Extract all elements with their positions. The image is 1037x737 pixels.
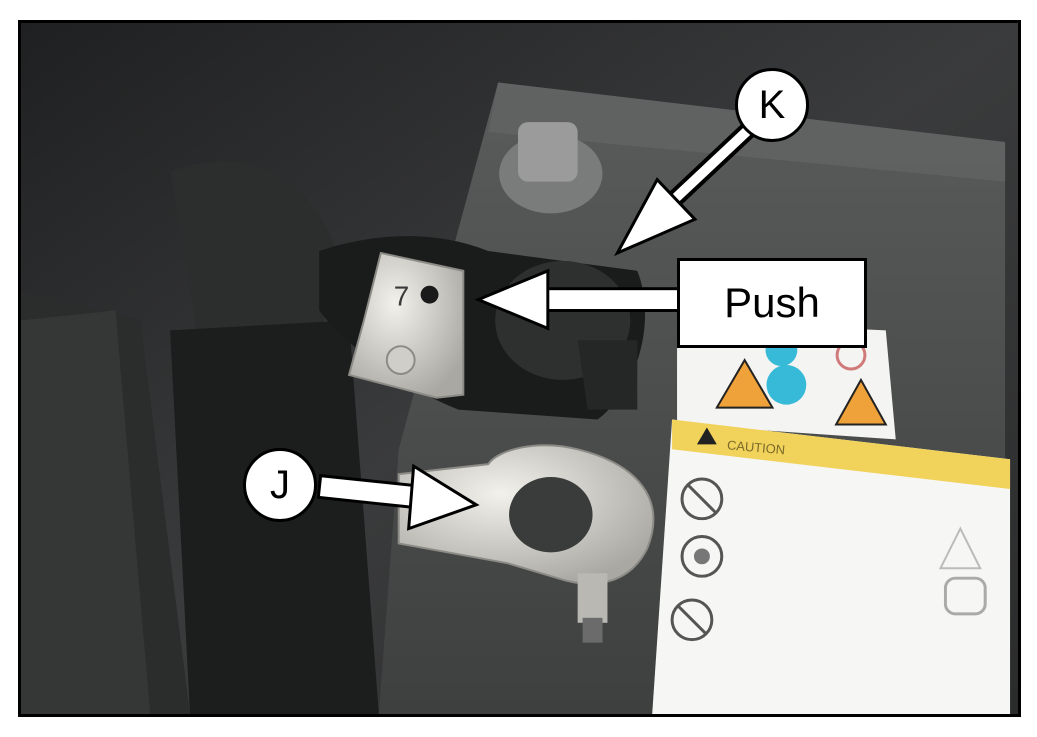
sticker-cyan-circle (766, 365, 807, 405)
sticker-recycle-icon (938, 526, 982, 570)
negative-terminal-hole (509, 477, 593, 553)
left-panel-edge (21, 310, 151, 714)
sticker-no-smoking-icon (680, 477, 724, 521)
callout-j-label: J (270, 462, 290, 507)
cable-housing (170, 161, 340, 351)
sticker-acid-warning-icon (715, 358, 775, 409)
tab-hole (420, 285, 439, 304)
sticker-caution-band (672, 419, 1011, 489)
sticker-eye-protection-icon (680, 535, 724, 578)
sticker-explosion-warning-icon (834, 377, 888, 426)
photo-frame: 7 CAUTION (18, 20, 1021, 717)
clamp-bolt-housing (577, 340, 638, 410)
sticker-caution-triangle (696, 427, 717, 445)
tab-marking: 7 (394, 281, 409, 312)
arrow-push (474, 268, 681, 331)
arrow-k (614, 115, 763, 257)
post-cap (518, 122, 578, 182)
sticker-manual-icon (943, 576, 987, 616)
callout-k: K (735, 68, 809, 142)
negative-bolt-tip (582, 617, 603, 643)
tab-bolt (385, 345, 416, 375)
callout-push: Push (677, 258, 867, 348)
sticker-no-children-icon (670, 598, 714, 642)
callout-k-label: K (758, 82, 786, 127)
battery-photo: 7 CAUTION (21, 23, 1018, 714)
sticker-caution-text: CAUTION (726, 437, 785, 457)
arrow-j (316, 463, 480, 531)
negative-bolt (577, 573, 608, 623)
warning-sticker-bottom (652, 419, 1011, 714)
callout-j: J (243, 448, 317, 522)
callout-push-label: Push (724, 279, 820, 326)
